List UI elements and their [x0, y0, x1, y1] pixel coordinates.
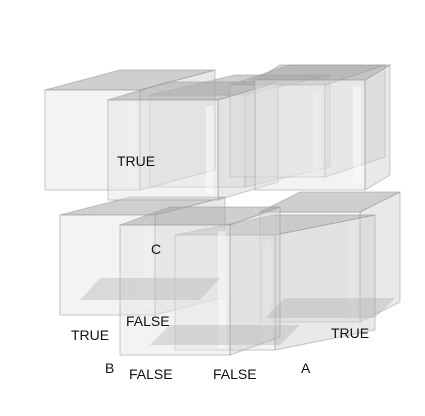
cube-back-bottom-right-highlight	[348, 218, 356, 316]
cube-back-bottom-left-highlight	[143, 221, 151, 309]
cube-front-bottom-left-highlight	[218, 231, 226, 349]
label-false-b: FALSE	[129, 366, 173, 382]
base-shadow-0	[80, 278, 220, 300]
cube-front-bottom-right-front-face	[174, 234, 276, 351]
cube-front-top-middle-front-face	[107, 99, 219, 201]
cube-front-top-left-front-face	[44, 89, 141, 191]
label-axis-b: B	[105, 360, 115, 376]
cube-back-bottom-left-front-face	[59, 214, 156, 316]
cube-front-bottom-left-front-face	[119, 224, 231, 356]
cube-front-top-middle-highlight	[206, 106, 214, 194]
cube-front-bottom-right-highlight	[263, 241, 271, 344]
label-false-a: FALSE	[213, 366, 257, 382]
label-axis-a: A	[301, 360, 311, 376]
cube-front-top-left-highlight	[128, 96, 136, 184]
label-true-top: TRUE	[117, 153, 156, 169]
label-axis-c: C	[151, 241, 162, 257]
cube-front-top-right-side-face	[364, 64, 391, 191]
label-true-left: TRUE	[71, 327, 110, 343]
base-shadow-2	[265, 298, 395, 318]
cube-front-top-right-highlight	[353, 86, 361, 184]
base-shadow-1	[150, 325, 300, 345]
cube-front-top-right-front-face	[254, 79, 366, 191]
cube-back-top-left-highlight	[233, 101, 241, 181]
cube-back-bottom-right-front-face	[259, 211, 361, 323]
label-false-inner: FALSE	[126, 313, 170, 329]
cube-back-top-right-highlight	[313, 91, 321, 171]
label-true-right: TRUE	[331, 325, 370, 341]
